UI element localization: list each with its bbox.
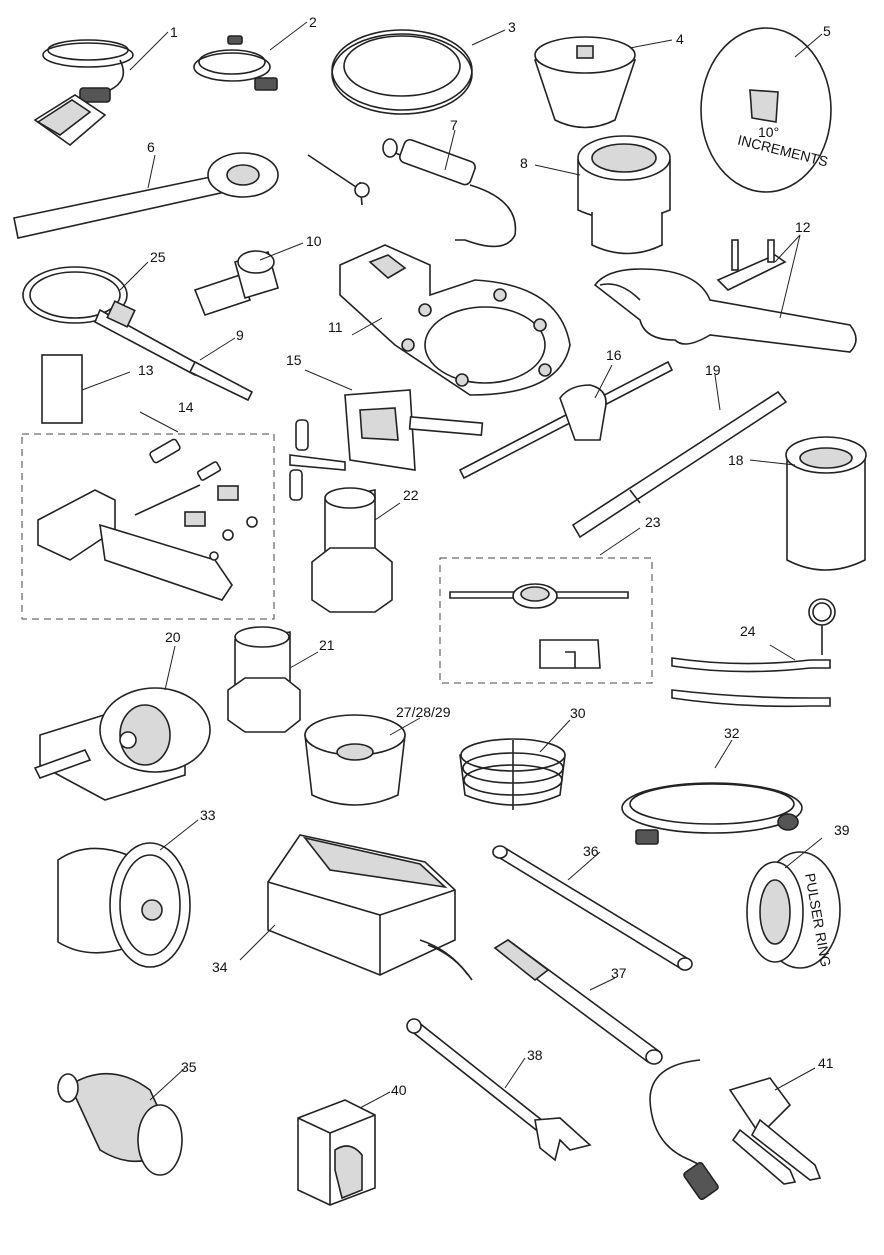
- tool-33-spinner: [57, 842, 191, 968]
- callout-labels: 1 2 3 4 5 6 7 8 10 12 25 11 9 13 15 16 1…: [138, 14, 850, 1098]
- callout-7: 7: [450, 117, 458, 133]
- callout-30: 30: [570, 705, 586, 721]
- tool-40-block: [297, 1099, 376, 1206]
- tool-38-wrench: [406, 1018, 592, 1162]
- callout-37: 37: [611, 965, 627, 981]
- tool-8-socket: [577, 135, 671, 255]
- callout-24: 24: [740, 623, 756, 639]
- callout-19: 19: [705, 362, 721, 378]
- callout-27-28-29: 27/28/29: [396, 704, 451, 720]
- tool-22-adapter: [311, 487, 393, 613]
- callout-22: 22: [403, 487, 419, 503]
- tool-11-holding-plate: [339, 244, 571, 396]
- callout-40: 40: [391, 1082, 407, 1098]
- callout-20: 20: [165, 629, 181, 645]
- callout-1: 1: [170, 24, 178, 40]
- callout-2: 2: [309, 14, 317, 30]
- tool-24-gauge: [671, 598, 836, 708]
- tool-13-sheet: [41, 354, 83, 424]
- callout-34: 34: [212, 959, 228, 975]
- callout-8: 8: [520, 155, 528, 171]
- tool-34-control-unit: [267, 834, 473, 981]
- tool-2-cable: [193, 35, 278, 91]
- leader-lines: [81, 21, 823, 1109]
- callout-15: 15: [286, 352, 302, 368]
- tool-10-bolt: [193, 250, 279, 316]
- tool-19-bar: [571, 390, 788, 539]
- callout-14: 14: [178, 399, 194, 415]
- callout-23: 23: [645, 514, 661, 530]
- callout-12: 12: [795, 219, 811, 235]
- callout-33: 33: [200, 807, 216, 823]
- tool-1-diagnostic-cable: [33, 39, 134, 147]
- tool-37-knurled-bar: [493, 939, 663, 1065]
- callout-39: 39: [834, 822, 850, 838]
- callout-5: 5: [823, 23, 831, 39]
- tool-15-cam-lock: [289, 389, 484, 501]
- tool-30-split-ring: [459, 738, 566, 810]
- tool-39-pulser-ring: PULSER RING: [746, 851, 841, 969]
- callout-13: 13: [138, 362, 154, 378]
- tool-36-tube: [492, 845, 693, 971]
- tool-32-cable: [621, 782, 803, 845]
- callout-16: 16: [606, 347, 622, 363]
- callout-9: 9: [236, 327, 244, 343]
- callout-25: 25: [150, 249, 166, 265]
- tool-27-28-29-cup: [304, 714, 406, 806]
- callout-10: 10: [306, 233, 322, 249]
- callout-3: 3: [508, 19, 516, 35]
- callout-4: 4: [676, 31, 684, 47]
- tool-41-clip-pliers: [649, 1059, 822, 1201]
- callout-41: 41: [818, 1055, 834, 1071]
- callout-38: 38: [527, 1047, 543, 1063]
- tool-23-kit: [439, 557, 653, 684]
- tool-3-ring: [331, 29, 473, 115]
- tool-14-kit: [21, 433, 275, 620]
- callout-18: 18: [728, 452, 744, 468]
- callout-21: 21: [319, 637, 335, 653]
- tool-6-spanner: [13, 152, 279, 239]
- tool-21-adapter: [227, 626, 301, 733]
- callout-11: 11: [328, 319, 343, 335]
- tool-35-knurled-tool: [57, 1072, 183, 1176]
- tool-12-c-spanner: [593, 239, 857, 353]
- tool-16-fork-tool: [458, 360, 674, 480]
- tool-7-syringe: [307, 138, 517, 248]
- callout-35: 35: [181, 1059, 197, 1075]
- tool-4-filter-cap: [533, 36, 637, 129]
- tool-5-degree-disc: 10° INCREMENTS: [700, 27, 832, 193]
- callout-32: 32: [724, 725, 740, 741]
- tool-9-handle: [188, 360, 254, 402]
- tool-18-castle-socket: [785, 436, 867, 571]
- callout-36: 36: [583, 843, 599, 859]
- callout-6: 6: [147, 139, 155, 155]
- degree-label: 10°: [758, 124, 779, 140]
- tool-20-puller: [33, 687, 211, 801]
